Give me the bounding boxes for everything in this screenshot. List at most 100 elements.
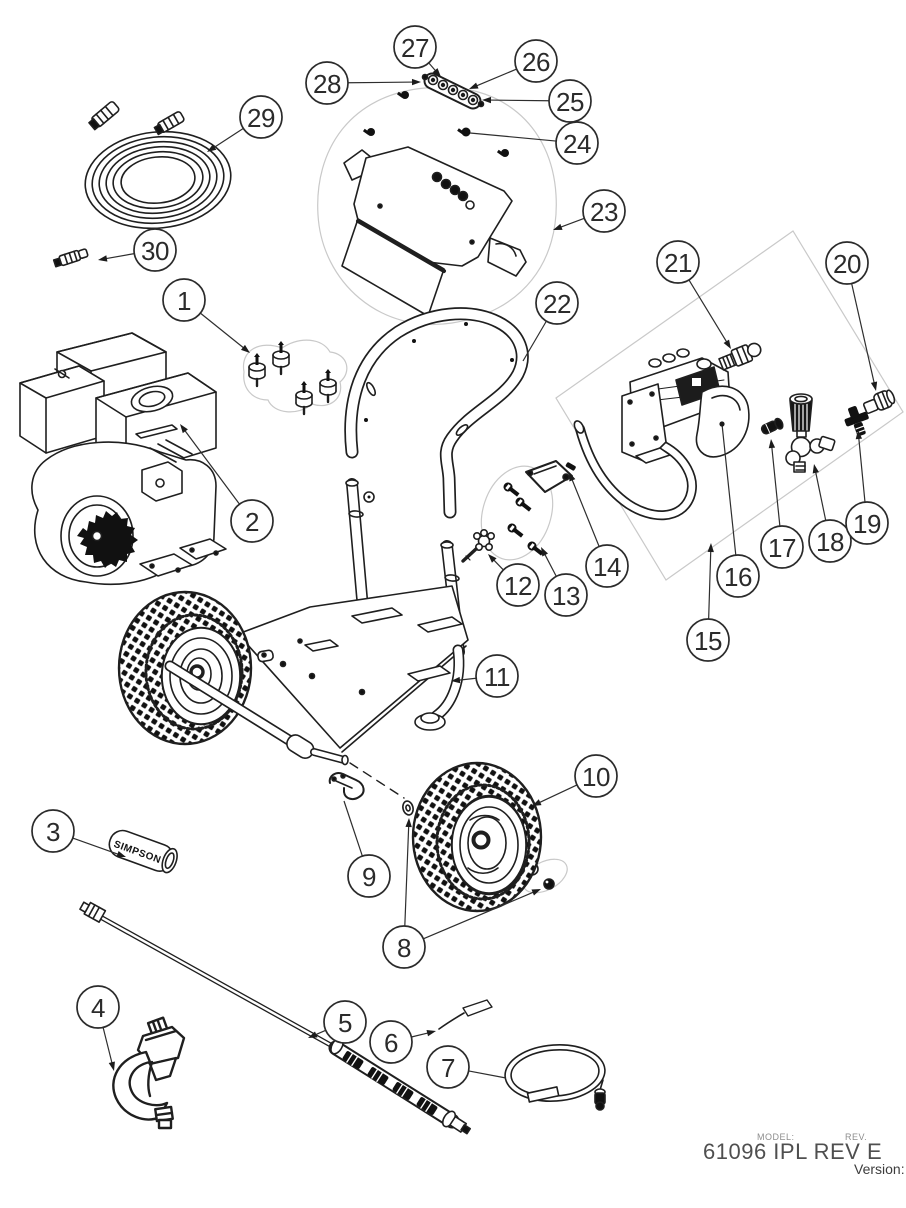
- callout-balloon[interactable]: [555, 121, 599, 165]
- callout-7[interactable]: 7: [426, 1045, 507, 1089]
- callout-22[interactable]: 22: [522, 281, 579, 362]
- callout-24[interactable]: 24: [469, 121, 599, 165]
- leader-arrowhead: [207, 144, 217, 152]
- leader-line: [347, 81, 415, 84]
- callout-12[interactable]: 12: [488, 554, 540, 607]
- callout-number: 19: [853, 509, 881, 539]
- callout-13[interactable]: 13: [541, 547, 588, 617]
- callout-balloon[interactable]: [544, 573, 588, 617]
- leader-line: [72, 837, 120, 856]
- callout-balloon[interactable]: [496, 563, 540, 607]
- leader-line: [488, 99, 550, 102]
- part-spray-gun: [112, 1016, 186, 1130]
- leader-line: [404, 824, 410, 927]
- callout-balloon[interactable]: [574, 754, 618, 798]
- version-label: Version:: [854, 1161, 905, 1177]
- callout-11[interactable]: 11: [451, 654, 519, 698]
- leader-arrowhead: [541, 547, 548, 557]
- leader-arrowhead: [405, 818, 412, 828]
- callout-balloon[interactable]: [382, 925, 426, 969]
- callout-9[interactable]: 9: [343, 800, 391, 898]
- callout-number: 22: [543, 289, 571, 319]
- callout-balloon[interactable]: [162, 278, 206, 322]
- leader-line: [423, 891, 535, 940]
- part-thermal-relief-valve: [718, 342, 762, 371]
- callout-18[interactable]: 18: [808, 464, 852, 563]
- callout-25[interactable]: 25: [482, 79, 592, 123]
- callout-20[interactable]: 20: [825, 241, 878, 391]
- callout-1[interactable]: 1: [162, 278, 250, 353]
- callout-17[interactable]: 17: [760, 439, 804, 569]
- callout-number: 3: [46, 817, 60, 847]
- part-knob: [461, 528, 495, 563]
- hose-end-fitting-left: [88, 101, 120, 131]
- leader-line: [314, 1029, 326, 1036]
- callout-balloon[interactable]: [76, 985, 120, 1029]
- callout-15[interactable]: 15: [686, 543, 730, 662]
- callout-balloon[interactable]: [323, 1000, 367, 1044]
- callout-28[interactable]: 28: [305, 61, 421, 105]
- callout-6[interactable]: 6: [369, 1020, 436, 1064]
- callout-balloon[interactable]: [426, 1045, 470, 1089]
- callout-balloon[interactable]: [31, 809, 75, 853]
- callout-balloon[interactable]: [845, 501, 889, 545]
- callout-balloon[interactable]: [369, 1020, 413, 1064]
- callout-balloon[interactable]: [393, 25, 437, 69]
- callout-number: 6: [384, 1028, 398, 1058]
- callout-19[interactable]: 19: [845, 430, 889, 545]
- callout-balloon[interactable]: [808, 519, 852, 563]
- leader-arrowhead: [308, 1031, 318, 1038]
- callout-number: 4: [91, 993, 105, 1023]
- callout-2[interactable]: 2: [180, 424, 274, 543]
- part-bracket: [525, 460, 576, 493]
- callout-balloon[interactable]: [582, 189, 626, 233]
- callout-23[interactable]: 23: [553, 189, 626, 233]
- part-high-pressure-hose: [84, 130, 232, 230]
- callout-10[interactable]: 10: [532, 754, 618, 806]
- callout-number: 29: [247, 103, 275, 133]
- model-label: MODEL:: [757, 1132, 795, 1142]
- leader-line: [102, 1027, 113, 1065]
- callout-21[interactable]: 21: [656, 240, 731, 349]
- part-isolators: [248, 341, 337, 416]
- leader-arrowhead: [180, 424, 188, 434]
- callout-balloon[interactable]: [230, 499, 274, 543]
- callout-balloon[interactable]: [686, 618, 730, 662]
- part-hook: [328, 772, 365, 801]
- callout-3[interactable]: 3: [31, 809, 126, 857]
- callout-balloon[interactable]: [716, 554, 760, 598]
- callout-balloon[interactable]: [656, 240, 700, 284]
- callout-4[interactable]: 4: [76, 985, 120, 1071]
- leader-arrowhead: [432, 68, 441, 77]
- callout-14[interactable]: 14: [569, 472, 629, 588]
- leader-arrowhead: [870, 381, 878, 391]
- callout-balloon[interactable]: [825, 241, 869, 285]
- leader-arrowhead: [116, 850, 126, 857]
- callout-balloon[interactable]: [585, 544, 629, 588]
- callout-balloon[interactable]: [475, 654, 519, 698]
- callout-balloon[interactable]: [535, 281, 579, 325]
- callout-27[interactable]: 27: [393, 25, 441, 77]
- leader-arrowhead: [768, 439, 776, 449]
- callout-number: 8: [397, 933, 411, 963]
- callout-balloon[interactable]: [133, 228, 177, 272]
- callout-16[interactable]: 16: [716, 421, 760, 598]
- callout-26[interactable]: 26: [469, 39, 558, 89]
- callout-number: 5: [338, 1008, 352, 1038]
- callout-balloon[interactable]: [347, 854, 391, 898]
- leader-line: [468, 1070, 507, 1079]
- callout-number: 9: [362, 862, 376, 892]
- callout-balloon[interactable]: [548, 79, 592, 123]
- callout-balloon[interactable]: [514, 39, 558, 83]
- callout-balloon[interactable]: [239, 95, 283, 139]
- callout-number: 23: [590, 197, 618, 227]
- leader-line: [721, 423, 737, 556]
- leader-line: [212, 127, 244, 149]
- callout-8[interactable]: 8: [382, 818, 541, 969]
- callout-number: 20: [833, 249, 861, 279]
- callout-5[interactable]: 5: [308, 1000, 367, 1044]
- callout-29[interactable]: 29: [207, 95, 283, 152]
- callout-balloon[interactable]: [305, 61, 349, 105]
- callout-balloon[interactable]: [760, 525, 804, 569]
- callout-30[interactable]: 30: [98, 228, 177, 272]
